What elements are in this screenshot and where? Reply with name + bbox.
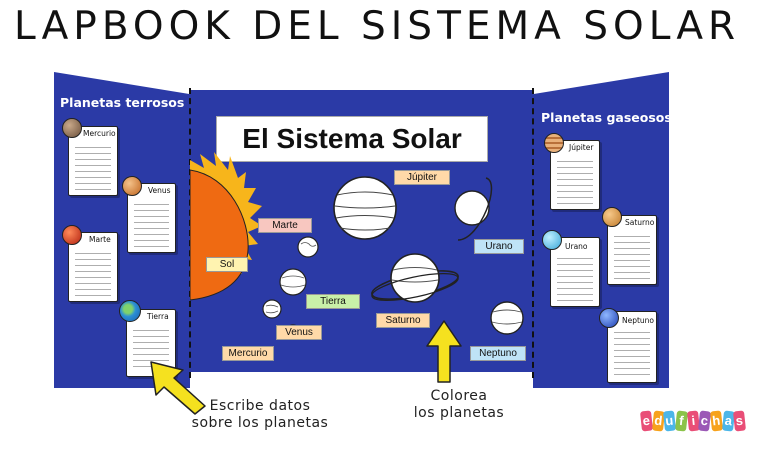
logo-letter: s	[733, 410, 747, 432]
neptune-icon	[599, 308, 619, 328]
card-mercurio: Mercurio	[68, 126, 118, 196]
caption-line: sobre los planetas	[191, 415, 329, 431]
earth-drawing	[297, 236, 319, 258]
left-panel-heading: Planetas terrosos	[60, 95, 185, 110]
logo-letter: c	[698, 410, 712, 432]
neptune-drawing	[490, 301, 524, 335]
uranus-drawing	[454, 190, 490, 226]
saturn-icon	[602, 207, 622, 227]
card-label: Neptuno	[622, 316, 655, 325]
sun-icon	[190, 152, 262, 301]
card-label: Tierra	[147, 312, 169, 321]
logo-letter: e	[639, 410, 653, 432]
card-saturno: Saturno	[607, 215, 657, 285]
solar-system-illustration	[190, 152, 524, 340]
caption-color: Colorea los planetas	[404, 388, 514, 422]
label-urano: Urano	[474, 239, 524, 254]
center-title: El Sistema Solar	[216, 116, 488, 162]
label-marte: Marte	[258, 218, 312, 233]
card-label: Venus	[148, 186, 171, 195]
venus-drawing	[279, 268, 307, 296]
label-mercurio: Mercurio	[222, 346, 274, 361]
caption-write: Escribe datos sobre los planetas	[180, 398, 340, 432]
card-jupiter: Júpiter	[550, 140, 600, 210]
label-tierra: Tierra	[306, 294, 360, 309]
label-venus: Venus	[276, 325, 322, 340]
mercury-drawing	[262, 299, 282, 319]
uranus-icon	[542, 230, 562, 250]
label-sol: Sol	[206, 257, 248, 272]
label-neptuno: Neptuno	[470, 346, 526, 361]
earth-icon	[119, 300, 141, 322]
logo-letter: u	[663, 410, 677, 432]
label-saturno: Saturno	[376, 313, 430, 328]
saturn-drawing	[371, 253, 459, 303]
card-label: Marte	[89, 235, 111, 244]
right-panel-heading: Planetas gaseosos	[541, 110, 672, 125]
caption-line: Colorea	[430, 388, 488, 404]
card-label: Júpiter	[569, 143, 594, 152]
fold-line-right	[532, 88, 534, 378]
label-jupiter: Júpiter	[394, 170, 450, 185]
mercury-icon	[62, 118, 82, 138]
mars-icon	[62, 225, 82, 245]
venus-icon	[122, 176, 142, 196]
arrow-right-icon	[426, 320, 462, 383]
jupiter-icon	[544, 133, 564, 153]
card-label: Urano	[565, 242, 588, 251]
page-title: LAPBOOK DEL SISTEMA SOLAR	[14, 4, 741, 49]
card-urano: Urano	[550, 237, 600, 307]
caption-line: los planetas	[413, 405, 505, 421]
logo-letter: h	[710, 410, 723, 432]
arrow-left-icon	[150, 361, 206, 415]
logo-letter: f	[674, 410, 688, 432]
card-marte: Marte	[68, 232, 118, 302]
card-label: Saturno	[625, 218, 655, 227]
card-neptuno: Neptuno	[607, 311, 657, 383]
caption-line: Escribe datos	[209, 398, 311, 414]
card-label: Mercurio	[83, 129, 116, 138]
